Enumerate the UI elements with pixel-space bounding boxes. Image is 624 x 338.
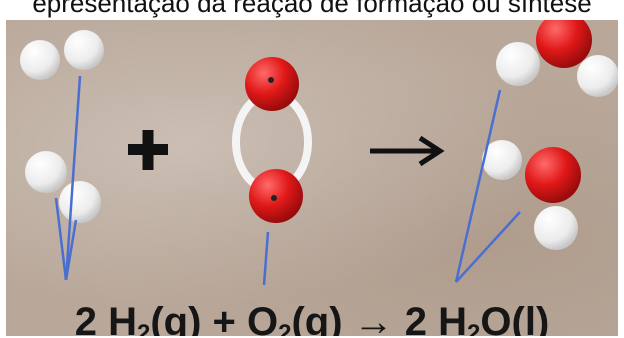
hydrogen-atom xyxy=(64,30,104,70)
h2o-molecule-top xyxy=(496,20,618,97)
pointer-lines xyxy=(54,75,521,286)
h2-subscript: 2 xyxy=(136,320,151,336)
o2-symbol: O xyxy=(247,300,279,336)
h2o-molecule-bottom xyxy=(482,140,581,250)
o2-molecule xyxy=(232,57,312,223)
h2o-subscript: 2 xyxy=(467,320,481,336)
plus-operator: + xyxy=(201,300,247,336)
h2-molecule-bottom xyxy=(25,151,101,223)
plus-sign-icon xyxy=(128,130,168,170)
hydrogen-atom xyxy=(577,55,618,97)
oxygen-atom xyxy=(525,147,581,203)
oxygen-atom xyxy=(536,20,592,68)
hydrogen-atom xyxy=(59,181,101,223)
h2o-coefficient: 2 H xyxy=(404,300,468,336)
hydrogen-atom xyxy=(496,42,540,86)
h2o-rest: O(l) xyxy=(480,300,550,336)
caption-title: epresentação da reação de formação ou sí… xyxy=(32,0,592,18)
reaction-photo: 2 H2(g) + O2(g) → 2 H2O(l) xyxy=(6,20,618,336)
reaction-arrow-icon xyxy=(370,135,445,167)
o2-phase: (g) xyxy=(291,300,343,336)
yield-arrow: → xyxy=(342,300,405,336)
h2-phase: (g) xyxy=(150,300,202,336)
hydrogen-atom xyxy=(20,40,60,80)
o2-subscript: 2 xyxy=(278,320,292,336)
h2-coefficient: 2 H xyxy=(74,300,137,336)
hydrogen-atom xyxy=(25,151,67,193)
hydrogen-atom xyxy=(534,206,578,250)
molecule-scene xyxy=(20,20,618,286)
oxygen-atom xyxy=(245,57,299,111)
hydrogen-atom xyxy=(482,140,522,180)
caption-strip: epresentação da reação de formação ou sí… xyxy=(0,0,624,22)
reaction-equation: 2 H2(g) + O2(g) → 2 H2O(l) xyxy=(6,300,618,336)
h2-molecule-top xyxy=(20,30,104,80)
